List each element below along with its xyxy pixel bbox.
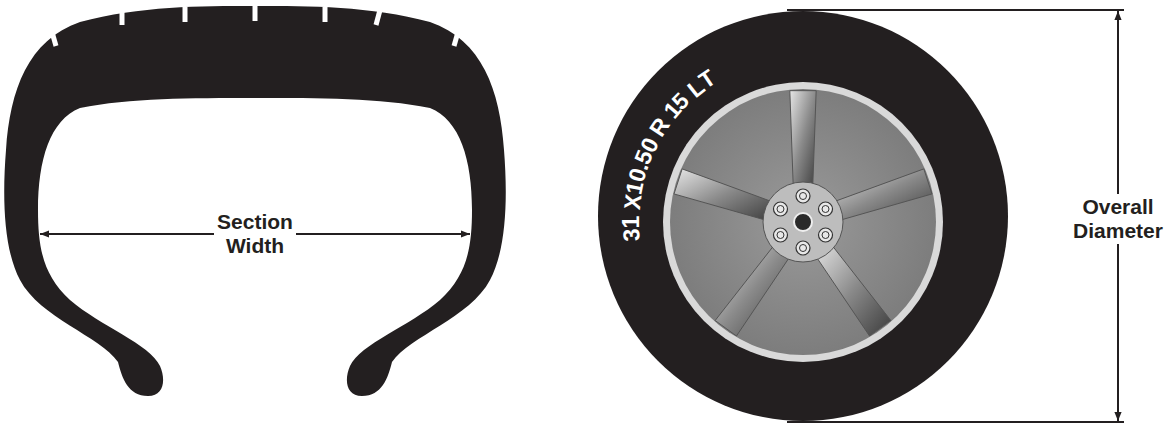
tire (598, 11, 1008, 421)
lug-nut (773, 228, 787, 242)
wheel-spoke (790, 91, 816, 189)
wheel-spoke (832, 169, 932, 221)
wheel-spokes (674, 91, 932, 336)
rim (670, 89, 936, 355)
lug-nut (800, 193, 807, 200)
dimension-label: Section Width (214, 209, 296, 259)
wheel-spoke (715, 244, 791, 336)
extension-line (787, 9, 1124, 11)
center-cap (794, 213, 812, 231)
tire-cross-section (4, 6, 506, 396)
lug-nut (773, 202, 787, 216)
dimension-label: Overall Diameter (1070, 194, 1166, 244)
lug-nut (796, 241, 810, 255)
lug-nut (800, 245, 807, 252)
wheel-spoke (674, 169, 774, 221)
extension-line (787, 421, 1124, 423)
lug-nut (777, 206, 784, 213)
lug-nut (796, 189, 810, 203)
hub (763, 182, 843, 262)
lug-nut (819, 228, 833, 242)
lug-nut (822, 232, 829, 239)
lug-nuts (773, 189, 832, 255)
lug-nut (777, 232, 784, 239)
wheel-spoke (815, 244, 891, 336)
lug-nut (822, 206, 829, 213)
tread-grooves (52, 6, 458, 46)
lug-nut (819, 202, 833, 216)
rim-edge (663, 82, 943, 362)
